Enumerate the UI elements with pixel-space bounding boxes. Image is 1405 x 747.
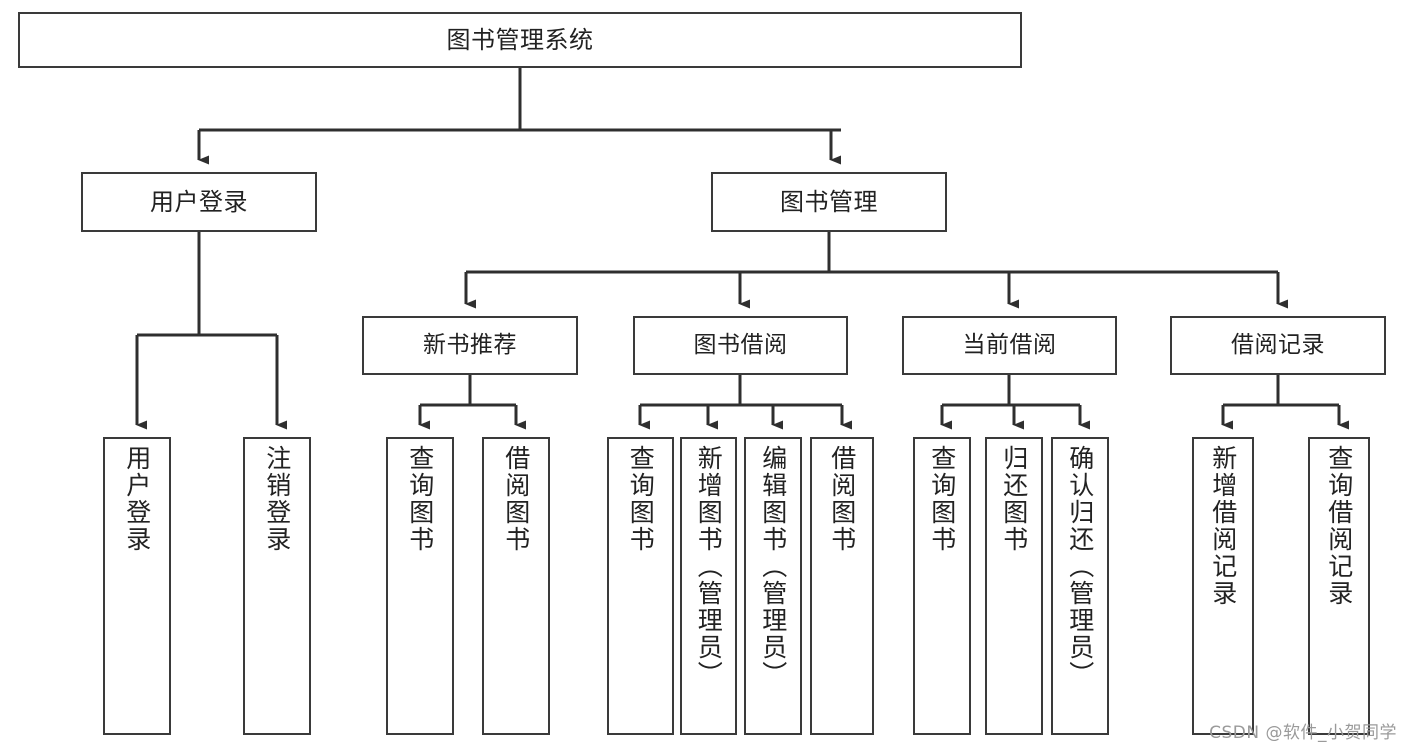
- node-label-leaf-add-book-admin: 新增图书（管理员）: [694, 445, 724, 688]
- node-label-root: 图书管理系统: [446, 25, 594, 54]
- node-label-current-borrow: 当前借阅: [962, 331, 1057, 358]
- node-leaf-query-book-current[interactable]: 查询图书: [913, 437, 971, 735]
- node-leaf-query-book-borrow[interactable]: 查询图书: [607, 437, 674, 735]
- node-leaf-add-book-admin[interactable]: 新增图书（管理员）: [680, 437, 737, 735]
- node-label-leaf-query-book-current: 查询图书: [927, 445, 957, 553]
- node-label-leaf-query-borrow-record: 查询借阅记录: [1324, 445, 1354, 607]
- node-current-borrow[interactable]: 当前借阅: [902, 316, 1117, 375]
- node-leaf-edit-book-admin[interactable]: 编辑图书（管理员）: [744, 437, 802, 735]
- node-leaf-query-borrow-record[interactable]: 查询借阅记录: [1308, 437, 1370, 735]
- node-label-leaf-user-logout: 注销登录: [262, 445, 292, 553]
- node-label-leaf-return-book: 归还图书: [999, 445, 1029, 553]
- node-label-leaf-borrow-book-recommend: 借阅图书: [501, 445, 531, 553]
- node-label-borrow-record: 借阅记录: [1231, 331, 1325, 358]
- node-label-leaf-add-borrow-record: 新增借阅记录: [1208, 445, 1238, 607]
- node-label-leaf-user-login: 用户登录: [122, 445, 152, 553]
- node-borrow-record[interactable]: 借阅记录: [1170, 316, 1386, 375]
- node-user-login[interactable]: 用户登录: [81, 172, 317, 232]
- node-leaf-query-book-recommend[interactable]: 查询图书: [386, 437, 454, 735]
- node-label-leaf-borrow-book: 借阅图书: [827, 445, 857, 553]
- node-book-management[interactable]: 图书管理: [711, 172, 947, 232]
- node-label-leaf-query-book-borrow: 查询图书: [626, 445, 656, 553]
- node-label-leaf-query-book-recommend: 查询图书: [405, 445, 435, 553]
- watermark-text: CSDN @软件_小贺同学: [1209, 723, 1397, 743]
- node-label-leaf-edit-book-admin: 编辑图书（管理员）: [758, 445, 788, 688]
- node-label-book-management: 图书管理: [780, 187, 878, 216]
- node-leaf-add-borrow-record[interactable]: 新增借阅记录: [1192, 437, 1254, 735]
- node-book-borrow[interactable]: 图书借阅: [633, 316, 848, 375]
- node-label-leaf-confirm-return-admin: 确认归还（管理员）: [1065, 445, 1095, 688]
- node-label-user-login: 用户登录: [150, 187, 248, 216]
- node-leaf-user-login[interactable]: 用户登录: [103, 437, 171, 735]
- node-leaf-borrow-book-recommend[interactable]: 借阅图书: [482, 437, 550, 735]
- node-new-book-recommend[interactable]: 新书推荐: [362, 316, 578, 375]
- node-root-system[interactable]: 图书管理系统: [18, 12, 1022, 68]
- node-leaf-return-book[interactable]: 归还图书: [985, 437, 1043, 735]
- node-leaf-borrow-book[interactable]: 借阅图书: [810, 437, 874, 735]
- node-leaf-confirm-return-admin[interactable]: 确认归还（管理员）: [1051, 437, 1109, 735]
- node-label-new-book-recommend: 新书推荐: [423, 331, 517, 358]
- node-leaf-user-logout[interactable]: 注销登录: [243, 437, 311, 735]
- node-label-book-borrow: 图书借阅: [693, 331, 788, 358]
